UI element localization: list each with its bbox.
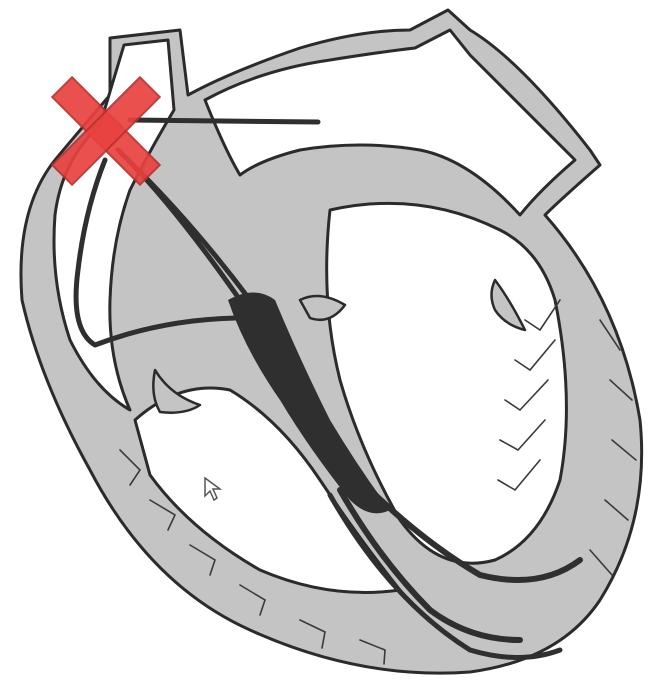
bachmann-bundle	[130, 120, 318, 122]
